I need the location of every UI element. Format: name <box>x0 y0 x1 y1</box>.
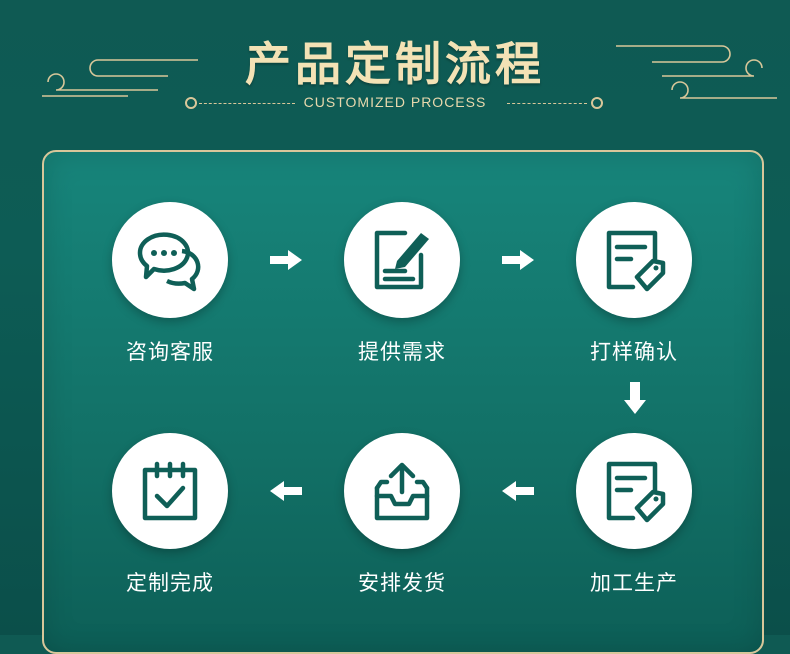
step-complete: 定制完成 <box>95 433 245 597</box>
cloud-decoration-right <box>616 45 777 99</box>
subtitle-dash-left <box>199 103 295 104</box>
step-circle <box>344 202 460 318</box>
step-circle <box>344 433 460 549</box>
inbox-upload-icon <box>374 462 430 521</box>
calendar-check-icon <box>142 461 198 521</box>
step-label: 加工生产 <box>590 571 678 595</box>
cloud-decoration-left <box>42 59 198 97</box>
chat-bubbles-icon <box>137 232 201 292</box>
step-circle <box>576 433 692 549</box>
subtitle-dot-right <box>591 97 603 109</box>
step-consult: 咨询客服 <box>95 202 245 366</box>
step-production: 加工生产 <box>559 433 709 597</box>
step-label: 打样确认 <box>590 340 678 364</box>
subtitle-dot-left <box>185 97 197 109</box>
page-subtitle: CUSTOMIZED PROCESS <box>303 94 487 110</box>
document-tag-icon <box>606 461 666 523</box>
document-tag-icon <box>606 230 666 292</box>
step-sample-confirm: 打样确认 <box>559 202 709 366</box>
step-circle <box>112 433 228 549</box>
subtitle-row: CUSTOMIZED PROCESS <box>185 92 605 114</box>
page-title: 产品定制流程 <box>245 37 545 91</box>
arrow-down-icon <box>624 382 646 414</box>
step-circle <box>112 202 228 318</box>
arrow-left-icon <box>270 481 302 501</box>
step-circle <box>576 202 692 318</box>
edit-document-icon <box>374 230 429 290</box>
arrow-left-icon <box>502 481 534 501</box>
arrow-right-icon <box>270 250 302 270</box>
step-label: 安排发货 <box>358 571 446 595</box>
step-label: 提供需求 <box>358 340 446 364</box>
step-shipping: 安排发货 <box>327 433 477 597</box>
step-requirements: 提供需求 <box>327 202 477 366</box>
step-label: 定制完成 <box>126 571 214 595</box>
step-label: 咨询客服 <box>126 340 214 364</box>
arrow-right-icon <box>502 250 534 270</box>
subtitle-dash-right <box>507 103 587 104</box>
